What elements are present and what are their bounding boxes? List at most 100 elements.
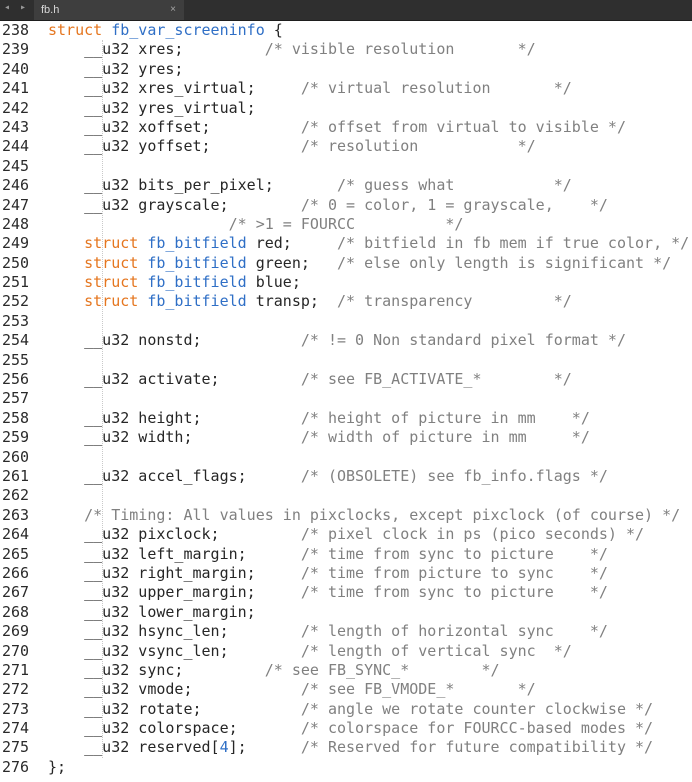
code-line[interactable]: 254 __u32 nonstd; /* != 0 Non standard p… bbox=[0, 331, 692, 350]
code-token: transp; bbox=[246, 292, 337, 311]
code-text: __u32 right_margin; /* time from picture… bbox=[48, 564, 608, 582]
code-line[interactable]: 255 bbox=[0, 351, 692, 370]
code-line[interactable]: 266 __u32 right_margin; /* time from pic… bbox=[0, 564, 692, 583]
comment-token: /* (OBSOLETE) see fb_info.flags */ bbox=[300, 466, 608, 485]
code-token: __u32 xres; bbox=[48, 40, 265, 59]
comment-token: /* width of picture in mm */ bbox=[300, 428, 590, 447]
code-text: struct fb_bitfield transp; /* transparen… bbox=[48, 292, 572, 310]
code-line[interactable]: 273 __u32 rotate; /* angle we rotate cou… bbox=[0, 700, 692, 719]
code-line[interactable]: 259 __u32 width; /* width of picture in … bbox=[0, 428, 692, 447]
code-text: /* >1 = FOURCC */ bbox=[48, 215, 464, 233]
line-number: 261 bbox=[2, 466, 30, 485]
comment-token: /* else only length is significant */ bbox=[337, 253, 672, 272]
code-text: __u32 xoffset; /* offset from virtual to… bbox=[48, 118, 626, 136]
code-line[interactable]: 241 __u32 xres_virtual; /* virtual resol… bbox=[0, 79, 692, 98]
code-token: __u32 upper_margin; bbox=[48, 583, 301, 602]
code-token bbox=[138, 292, 147, 310]
comment-token: /* visible resolution */ bbox=[264, 40, 536, 59]
keyword-token: struct bbox=[84, 253, 139, 272]
code-line[interactable]: 267 __u32 upper_margin; /* time from syn… bbox=[0, 583, 692, 602]
code-line[interactable]: 275 __u32 reserved[4]; /* Reserved for f… bbox=[0, 738, 692, 757]
tab-bar: ◂ ▸ fb.h × bbox=[0, 0, 692, 21]
line-number: 257 bbox=[2, 389, 30, 408]
code-line[interactable]: 240 __u32 yres; bbox=[0, 60, 692, 79]
code-line[interactable]: 274 __u32 colorspace; /* colorspace for … bbox=[0, 719, 692, 738]
code-line[interactable]: 249 struct fb_bitfield red; /* bitfield … bbox=[0, 234, 692, 253]
code-text: __u32 yoffset; /* resolution */ bbox=[48, 137, 536, 155]
comment-token: /* guess what */ bbox=[336, 176, 572, 195]
code-line[interactable]: 269 __u32 hsync_len; /* length of horizo… bbox=[0, 622, 692, 641]
code-line[interactable]: 239 __u32 xres; /* visible resolution */ bbox=[0, 40, 692, 59]
code-line[interactable]: 265 __u32 left_margin; /* time from sync… bbox=[0, 545, 692, 564]
code-token: blue; bbox=[246, 273, 301, 292]
code-line[interactable]: 246 __u32 bits_per_pixel; /* guess what … bbox=[0, 176, 692, 195]
code-text: __u32 rotate; /* angle we rotate counter… bbox=[48, 700, 653, 718]
code-text: __u32 nonstd; /* != 0 Non standard pixel… bbox=[48, 331, 626, 349]
code-line[interactable]: 247 __u32 grayscale; /* 0 = color, 1 = g… bbox=[0, 196, 692, 215]
tab-fb-h[interactable]: fb.h × bbox=[34, 0, 184, 20]
comment-token: /* see FB_VMODE_* */ bbox=[300, 680, 536, 699]
number-token: 4 bbox=[219, 738, 229, 757]
code-token: ]; bbox=[228, 738, 301, 757]
code-text: __u32 activate; /* see FB_ACTIVATE_* */ bbox=[48, 370, 572, 388]
code-line[interactable]: 251 struct fb_bitfield blue; bbox=[0, 273, 692, 292]
code-line[interactable]: 245 bbox=[0, 157, 692, 176]
type-token: fb_var_screeninfo bbox=[111, 21, 265, 39]
line-number: 268 bbox=[2, 602, 30, 621]
code-token: __u32 yoffset; bbox=[48, 137, 301, 156]
code-line[interactable]: 276}; bbox=[0, 758, 692, 777]
code-line[interactable]: 252 struct fb_bitfield transp; /* transp… bbox=[0, 292, 692, 311]
code-line[interactable]: 270 __u32 vsync_len; /* length of vertic… bbox=[0, 642, 692, 661]
code-line[interactable]: 272 __u32 vmode; /* see FB_VMODE_* */ bbox=[0, 680, 692, 699]
line-number: 262 bbox=[2, 486, 30, 505]
code-text: __u32 accel_flags; /* (OBSOLETE) see fb_… bbox=[48, 467, 608, 485]
line-number: 266 bbox=[2, 563, 30, 582]
line-number: 265 bbox=[2, 544, 30, 563]
code-line[interactable]: 261 __u32 accel_flags; /* (OBSOLETE) see… bbox=[0, 467, 692, 486]
code-line[interactable]: 248 /* >1 = FOURCC */ bbox=[0, 215, 692, 234]
comment-token: /* offset from virtual to visible */ bbox=[300, 117, 626, 136]
code-line[interactable]: 258 __u32 height; /* height of picture i… bbox=[0, 409, 692, 428]
code-line[interactable]: 262 bbox=[0, 486, 692, 505]
code-line[interactable]: 260 bbox=[0, 448, 692, 467]
line-number: 272 bbox=[2, 680, 30, 699]
code-token: __u32 colorspace; bbox=[48, 719, 301, 738]
comment-token: /* see FB_SYNC_* */ bbox=[264, 660, 500, 679]
code-line[interactable]: 242 __u32 yres_virtual; bbox=[0, 99, 692, 118]
comment-token: /* resolution */ bbox=[300, 137, 536, 156]
code-line[interactable]: 257 bbox=[0, 389, 692, 408]
line-number: 267 bbox=[2, 583, 30, 602]
code-line[interactable]: 243 __u32 xoffset; /* offset from virtua… bbox=[0, 118, 692, 137]
line-number: 248 bbox=[2, 214, 30, 233]
tab-nav-arrows-icon[interactable]: ◂ ▸ bbox=[4, 2, 29, 13]
keyword-token: struct bbox=[84, 292, 139, 311]
code-token: __u32 height; bbox=[48, 408, 301, 427]
code-token: __u32 reserved[ bbox=[48, 738, 220, 757]
code-line[interactable]: 250 struct fb_bitfield green; /* else on… bbox=[0, 254, 692, 273]
type-token: fb_bitfield bbox=[147, 273, 247, 292]
code-text: __u32 upper_margin; /* time from sync to… bbox=[48, 583, 608, 601]
type-token: fb_bitfield bbox=[147, 292, 247, 311]
code-line[interactable]: 263 /* Timing: All values in pixclocks, … bbox=[0, 506, 692, 525]
code-line[interactable]: 264 __u32 pixclock; /* pixel clock in ps… bbox=[0, 525, 692, 544]
line-number: 271 bbox=[2, 660, 30, 679]
code-token: __u32 yres_virtual; bbox=[48, 98, 256, 117]
comment-token: /* angle we rotate counter clockwise */ bbox=[300, 699, 654, 718]
close-icon[interactable]: × bbox=[170, 4, 176, 15]
code-line[interactable]: 244 __u32 yoffset; /* resolution */ bbox=[0, 137, 692, 156]
code-token bbox=[48, 234, 84, 252]
code-token bbox=[138, 254, 147, 272]
line-number: 253 bbox=[2, 311, 30, 330]
code-line[interactable]: 253 bbox=[0, 312, 692, 331]
code-line[interactable]: 271 __u32 sync; /* see FB_SYNC_* */ bbox=[0, 661, 692, 680]
comment-token: /* pixel clock in ps (pico seconds) */ bbox=[300, 525, 645, 544]
line-number: 252 bbox=[2, 292, 30, 311]
line-number: 269 bbox=[2, 622, 30, 641]
code-token: __u32 nonstd; bbox=[48, 331, 301, 350]
code-line[interactable]: 256 __u32 activate; /* see FB_ACTIVATE_*… bbox=[0, 370, 692, 389]
line-number: 249 bbox=[2, 234, 30, 253]
code-line[interactable]: 268 __u32 lower_margin; bbox=[0, 603, 692, 622]
line-number: 256 bbox=[2, 370, 30, 389]
